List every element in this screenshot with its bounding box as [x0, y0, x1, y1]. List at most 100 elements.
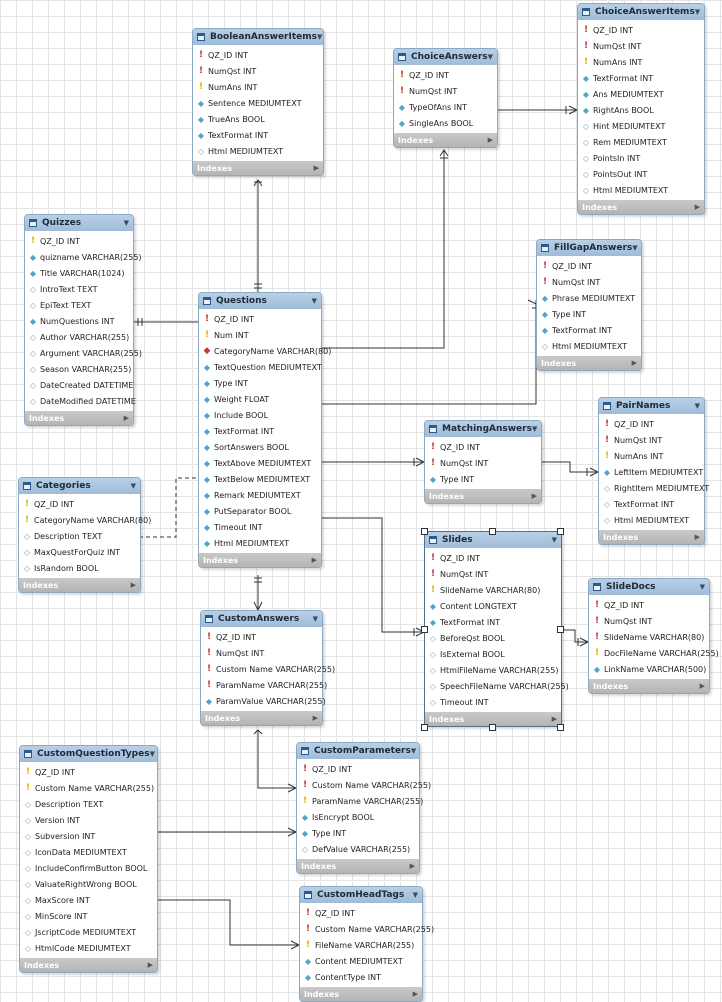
column-row[interactable]: ◆RightAns BOOL — [578, 102, 704, 118]
column-row[interactable]: ◇ValuateRightWrong BOOL — [20, 876, 157, 892]
column-row[interactable]: !NumQst INT — [599, 432, 704, 448]
table-slide-docs[interactable]: SlideDocs▼!QZ_ID INT!NumQst INT!SlideNam… — [588, 578, 719, 694]
column-row[interactable]: !Custom Name VARCHAR(255) — [201, 661, 335, 677]
indexes-section[interactable]: Indexes▶ — [394, 133, 497, 147]
column-row[interactable]: !ParamName VARCHAR(255) — [201, 677, 327, 693]
table-matching-answers[interactable]: MatchingAnswers▼!QZ_ID INT!NumQst INT◆Ty… — [424, 420, 542, 504]
indexes-section[interactable]: Indexes▶ — [425, 712, 561, 726]
collapse-arrow-icon[interactable]: ▼ — [312, 615, 318, 623]
column-row[interactable]: !Custom Name VARCHAR(255) — [297, 777, 431, 793]
column-row[interactable]: ◇DateCreated DATETIME — [25, 377, 133, 393]
column-row[interactable]: ◆TextFormat INT — [199, 423, 321, 439]
collapse-arrow-icon[interactable]: ▼ — [551, 536, 557, 544]
resize-handle[interactable] — [557, 528, 564, 535]
column-row[interactable]: ◇SpeechFileName VARCHAR(255) — [425, 678, 569, 694]
column-row[interactable]: !NumQst INT — [425, 455, 541, 471]
relationship-line[interactable] — [560, 629, 588, 643]
collapse-arrow-icon[interactable]: ▼ — [694, 8, 701, 16]
column-row[interactable]: ◇Html MEDIUMTEXT — [578, 182, 704, 198]
expand-arrow-icon[interactable]: ▶ — [409, 862, 415, 870]
table-custom-parameters[interactable]: CustomParameters▼ !QZ_ID INT!Custom Name … — [296, 742, 431, 874]
table-fill-gap-answers[interactable]: FillGapAnswers▼!QZ_ID INT!NumQst INT◆Phr… — [536, 239, 642, 371]
column-row[interactable]: !CategoryName VARCHAR(80) — [19, 512, 151, 528]
table-custom-question-types[interactable]: CustomQuestionTypes▼!QZ_ID INT!Custom Na… — [19, 745, 158, 973]
column-row[interactable]: !SlideName VARCHAR(80) — [425, 582, 561, 598]
table-header[interactable]: CustomQuestionTypes▼ — [20, 746, 157, 762]
indexes-section[interactable]: Indexes▶ — [25, 411, 133, 425]
column-row[interactable]: ◇IsRandom BOOL — [19, 560, 140, 576]
column-row[interactable]: !NumAns INT — [193, 79, 323, 95]
resize-handle[interactable] — [421, 626, 428, 633]
column-row[interactable]: ◆Phrase MEDIUMTEXT — [537, 290, 641, 306]
column-row[interactable]: ◆TextFormat INT — [193, 127, 323, 143]
column-row[interactable]: !QZ_ID INT — [19, 496, 140, 512]
table-header[interactable]: BooleanAnswerItems▼ — [193, 29, 323, 45]
column-row[interactable]: !NumQst INT — [589, 613, 709, 629]
column-row[interactable]: ◆Weight FLOAT — [199, 391, 321, 407]
column-row[interactable]: ◇Html MEDIUMTEXT — [193, 143, 323, 159]
column-row[interactable]: !QZ_ID INT — [425, 439, 541, 455]
column-row[interactable]: ◇IntroText TEXT — [25, 281, 133, 297]
column-row[interactable]: ◆Sentence MEDIUMTEXT — [193, 95, 323, 111]
collapse-arrow-icon[interactable]: ▼ — [311, 297, 317, 305]
column-row[interactable]: ◇IsExternal BOOL — [425, 646, 561, 662]
column-row[interactable]: ◆SortAnswers BOOL — [199, 439, 321, 455]
column-row[interactable]: !QZ_ID INT — [201, 629, 322, 645]
column-row[interactable]: ◆Type INT — [425, 471, 541, 487]
column-row[interactable]: ◇Timeout INT — [425, 694, 561, 710]
column-row[interactable]: !NumAns INT — [578, 54, 704, 70]
column-row[interactable]: ◆Type INT — [199, 375, 321, 391]
column-row[interactable]: !QZ_ID INT — [537, 258, 641, 274]
collapse-arrow-icon[interactable]: ▼ — [149, 750, 155, 758]
column-row[interactable]: ◆Html MEDIUMTEXT — [199, 535, 321, 551]
column-row[interactable]: ◆Content MEDIUMTEXT — [300, 953, 422, 969]
column-row[interactable]: ◆LinkName VARCHAR(500) — [589, 661, 709, 677]
collapse-arrow-icon[interactable]: ▼ — [410, 747, 417, 755]
column-row[interactable]: ◆Timeout INT — [199, 519, 321, 535]
indexes-section[interactable]: Indexes▶ — [300, 987, 422, 1001]
column-row[interactable]: !FileName VARCHAR(255) — [300, 937, 422, 953]
table-choice-answer-items[interactable]: ChoiceAnswerItems▼!QZ_ID INT!NumQst INT!… — [577, 3, 705, 215]
table-custom-answers[interactable]: CustomAnswers▼!QZ_ID INT!NumQst INT!Cust… — [200, 610, 335, 726]
column-row[interactable]: !QZ_ID INT — [425, 550, 561, 566]
table-boolean-answer-items[interactable]: BooleanAnswerItems▼!QZ_ID INT!NumQst INT… — [192, 28, 324, 176]
collapse-arrow-icon[interactable]: ▼ — [531, 425, 538, 433]
column-row[interactable]: ◆TypeOfAns INT — [394, 99, 497, 115]
relationship-line[interactable] — [320, 300, 537, 405]
column-row[interactable]: ◇Argument VARCHAR(255) — [25, 345, 142, 361]
indexes-section[interactable]: Indexes▶ — [589, 679, 709, 693]
column-row[interactable]: ◇IconData MEDIUMTEXT — [20, 844, 157, 860]
column-row[interactable]: !QZ_ID INT — [589, 597, 709, 613]
collapse-arrow-icon[interactable]: ▼ — [699, 583, 705, 591]
indexes-section[interactable]: Indexes▶ — [578, 200, 704, 214]
column-row[interactable]: !Custom Name VARCHAR(255) — [20, 780, 157, 796]
column-row[interactable]: !NumQst INT — [425, 566, 561, 582]
resize-handle[interactable] — [489, 724, 496, 731]
expand-arrow-icon[interactable]: ▶ — [130, 581, 136, 589]
column-row[interactable]: ◇HtmlFileName VARCHAR(255) — [425, 662, 561, 678]
column-row[interactable]: ◆TextBelow MEDIUMTEXT — [199, 471, 321, 487]
table-quizzes[interactable]: Quizzes▼!QZ_ID INT◆quizname VARCHAR(255)… — [24, 214, 142, 426]
expand-arrow-icon[interactable]: ▶ — [312, 714, 318, 722]
column-row[interactable]: ◇Subversion INT — [20, 828, 157, 844]
expand-arrow-icon[interactable]: ▶ — [311, 556, 317, 564]
column-row[interactable]: !QZ_ID INT — [193, 47, 323, 63]
column-row[interactable]: !QZ_ID INT — [578, 22, 704, 38]
table-pair-names[interactable]: PairNames▼!QZ_ID INT!NumQst INT!NumAns I… — [598, 397, 709, 545]
expand-arrow-icon[interactable]: ▶ — [699, 682, 705, 690]
indexes-section[interactable]: Indexes▶ — [425, 489, 541, 503]
column-row[interactable]: ◇PointsIn INT — [578, 150, 704, 166]
column-row[interactable]: ◇DateModified DATETIME — [25, 393, 136, 409]
table-header[interactable]: SlideDocs▼ — [589, 579, 709, 595]
table-header[interactable]: CustomParameters▼ — [297, 743, 419, 759]
indexes-section[interactable]: Indexes▶ — [297, 859, 419, 873]
column-row[interactable]: !QZ_ID INT — [297, 761, 419, 777]
column-row[interactable]: !DocFileName VARCHAR(255) — [589, 645, 719, 661]
column-row[interactable]: ◇Description TEXT — [19, 528, 140, 544]
table-slides[interactable]: Slides▼!QZ_ID INT!NumQst INT!SlideName V… — [424, 531, 569, 727]
expand-arrow-icon[interactable]: ▶ — [694, 533, 700, 541]
column-row[interactable]: !NumQst INT — [201, 645, 322, 661]
column-row[interactable]: ◆ContentType INT — [300, 969, 422, 985]
column-row[interactable]: ◆CategoryName VARCHAR(80) — [199, 343, 332, 359]
column-row[interactable]: ◇PointsOut INT — [578, 166, 704, 182]
